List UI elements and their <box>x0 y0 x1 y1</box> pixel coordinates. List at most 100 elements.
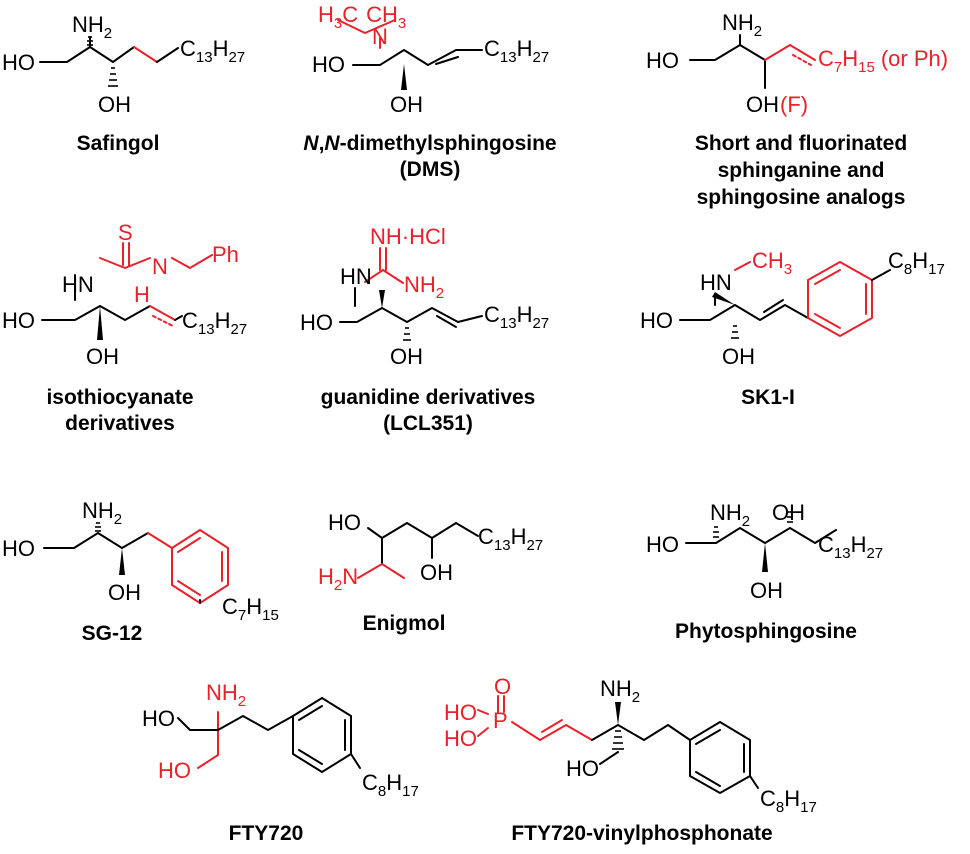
safingol-ho-label: HO <box>2 50 35 75</box>
isothiocyanate-hn-label: HN <box>62 272 94 297</box>
enigmol-oh-label: OH <box>420 560 453 585</box>
vinylphosphonate-p-label: P <box>493 708 508 733</box>
sg12-nh2-label: NH2 <box>82 498 122 528</box>
isothiocyanate-caption-line2: derivatives <box>65 412 175 435</box>
sk1-caption: SK1-I <box>741 386 795 409</box>
molecule-safingol: NH2 HO OH C13H27 Safingol <box>2 12 245 155</box>
fty720-ho-top-label: HO <box>142 706 175 731</box>
phyto-nh2-hash <box>713 526 719 538</box>
short-analog-bonds <box>689 34 816 89</box>
sg12-chain-label: C7H15 <box>222 594 279 624</box>
sk1-oh-label: OH <box>722 344 755 369</box>
sg12-bonds <box>43 522 229 604</box>
enigmol-ho-label: HO <box>328 510 361 535</box>
phyto-ho-label: HO <box>646 532 679 557</box>
safingol-oh-label: OH <box>98 92 131 117</box>
isothiocyanate-ho-label: HO <box>2 308 35 333</box>
isothiocyanate-caption-line1: isothiocyanate <box>46 386 193 409</box>
safingol-oh-hash <box>108 67 118 87</box>
vinylphosphonate-ho-label: HO <box>566 756 599 781</box>
molecule-sg-12: NH2 HO OH C7H15 SG-12 <box>2 498 279 645</box>
guanidine-caption-line2: (LCL351) <box>383 412 473 435</box>
molecule-guanidine-derivatives: NH·HCl NH2 HN HO OH C13H27 guanidine der… <box>300 224 549 435</box>
molecule-sk1-i: CH3 HN HO OH C8H17 SK1-I <box>640 248 945 409</box>
sk1-ch3-label: CH3 <box>752 248 792 278</box>
fty720-chain-label: C8H17 <box>362 770 419 800</box>
sk1-oh-hash <box>731 325 739 339</box>
short-analog-oh-label: OH <box>746 92 779 117</box>
isothiocyanate-chain-label: C13H27 <box>182 308 247 338</box>
fty720-benzene-ring <box>292 697 352 773</box>
sg12-caption: SG-12 <box>82 622 143 645</box>
sg12-nh2-hash <box>95 522 101 532</box>
phyto-bonds <box>685 511 837 572</box>
dms-caption-line1: N,N-dimethylsphingosine <box>303 132 556 155</box>
phyto-nh2-label: NH2 <box>710 500 750 530</box>
sg12-ho-label: HO <box>2 536 35 561</box>
phyto-oh-label: OH <box>750 578 783 603</box>
sk1-benzene-ring <box>807 261 873 337</box>
short-analog-caption-line3: sphingosine analogs <box>697 186 906 209</box>
dms-caption-line2: (DMS) <box>400 158 461 181</box>
molecule-short-fluorinated-analogs: NH2 HO OH (F) C7H15(or Ph) Short and flu… <box>646 10 948 209</box>
phyto-oh-top-label: OH <box>772 500 805 525</box>
molecule-isothiocyanate-derivatives: S HN N H Ph HO OH C13H27 isothiocyanate … <box>2 220 247 435</box>
vinylphosphonate-caption: FTY720-vinylphosphonate <box>511 822 772 845</box>
vinylphosphonate-chain-label: C8H17 <box>760 786 817 816</box>
dms-ho-label: HO <box>312 52 345 77</box>
vinylphosphonate-benzene-ring <box>689 721 751 794</box>
dms-bonds <box>337 19 483 90</box>
guanidine-bonds <box>339 247 483 341</box>
short-analog-chain-label: C7H15(or Ph) <box>818 46 948 76</box>
safingol-bonds <box>39 36 179 87</box>
fty720-caption: FTY720 <box>229 822 304 845</box>
sk1-hn-label: HN <box>700 270 732 295</box>
guanidine-ho-label: HO <box>300 310 333 335</box>
enigmol-bonds <box>357 522 479 579</box>
enigmol-caption: Enigmol <box>363 612 446 635</box>
vinylphosphonate-ho1-label: HO <box>444 700 477 725</box>
guanidine-oh-hash <box>403 327 411 341</box>
safingol-nh2-label: NH2 <box>72 12 112 42</box>
molecule-fty720-vinylphosphonate: O HO P HO NH2 HO C8H17 FTY720-vinylphosp… <box>444 674 817 845</box>
isothiocyanate-ph-label: Ph <box>212 242 239 267</box>
sk1-chain-label: C8H17 <box>888 248 945 278</box>
short-analog-caption-line2: sphinganine and <box>718 159 885 182</box>
sk1-ho-label: HO <box>640 308 673 333</box>
vinylphosphonate-nh2-label: NH2 <box>600 676 640 706</box>
guanidine-hn-label: HN <box>340 264 372 289</box>
guanidine-chain-label: C13H27 <box>484 302 549 332</box>
safingol-nh2-hash <box>87 36 93 46</box>
isothiocyanate-s-label: S <box>118 220 133 245</box>
vinylphosphonate-o-label: O <box>494 674 511 699</box>
sg12-benzene-ring <box>171 529 229 604</box>
sg12-oh-label: OH <box>108 580 141 605</box>
molecule-fty720: NH2 HO HO C8H17 FTY720 <box>142 680 419 845</box>
isothiocyanate-bonds <box>41 242 213 340</box>
phyto-oh-top-hash <box>787 511 793 523</box>
safingol-chain-label: C13H27 <box>180 36 245 66</box>
safingol-caption: Safingol <box>77 132 160 155</box>
fty720-nh2-label: NH2 <box>206 680 246 710</box>
enigmol-chain-label: C13H27 <box>478 524 543 554</box>
fty720-bonds <box>177 697 361 773</box>
short-analog-f-label: (F) <box>780 92 808 117</box>
isothiocyanate-h-label: H <box>134 282 150 307</box>
guanidine-nh2-label: NH2 <box>404 272 444 302</box>
enigmol-h2n-label: H2N <box>318 564 358 594</box>
guanidine-nh-label: NH·HCl <box>370 224 446 249</box>
vinylphosphonate-bonds <box>477 695 759 794</box>
phyto-caption: Phytosphingosine <box>675 620 857 643</box>
phyto-chain-label: C13H27 <box>818 532 883 562</box>
dms-chain-label: C13H27 <box>484 36 549 66</box>
dms-n-label: N <box>372 24 388 49</box>
molecule-phytosphingosine: NH2 OH HO OH C13H27 Phytosphingosine <box>646 500 883 643</box>
vinylphosphonate-ch2oh-hash <box>612 730 624 750</box>
short-analog-nh2-label: NH2 <box>722 10 762 40</box>
sk1-bonds <box>679 261 891 339</box>
fty720-ho-bottom-label: HO <box>158 758 191 783</box>
guanidine-caption-line1: guanidine derivatives <box>321 386 536 409</box>
